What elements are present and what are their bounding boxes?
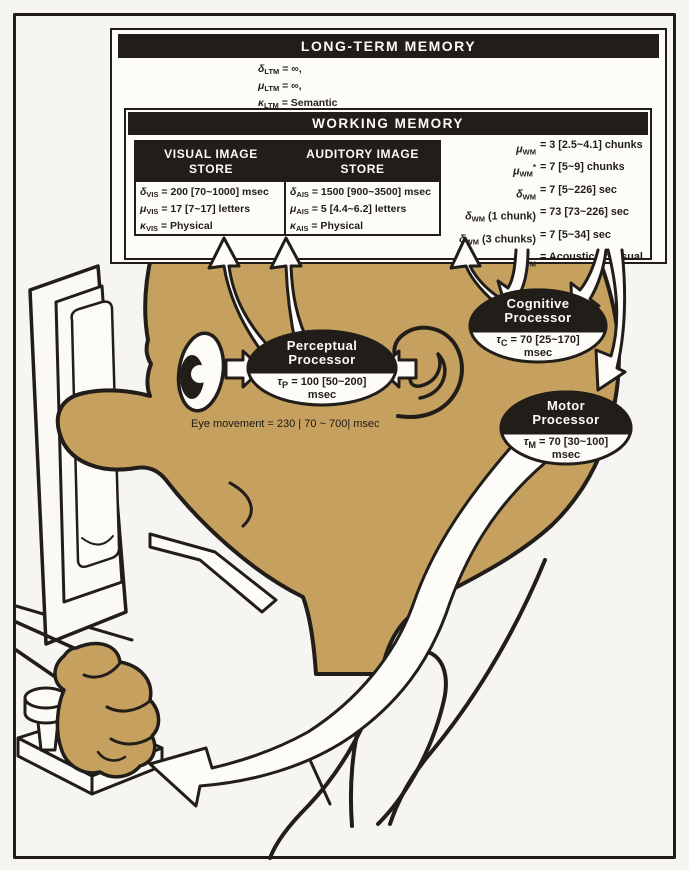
wm-stat-row: μWM= 3 [2.5~4.1] chunks [516, 139, 643, 157]
wm-stat-row: δWM (1 chunk)= 73 [73~226] sec [465, 206, 629, 224]
ais-stat-row: δAIS = 1500 [900~3500] msec [290, 186, 431, 199]
eye-movement-annotation: Eye movement = 230 | 70 ~ 700| msec [191, 418, 380, 430]
wm-stat-row: κWM= Acoustic or Visual [516, 250, 643, 269]
auditory-image-store-header: AUDITORY IMAGE STORE [286, 142, 439, 182]
vis-stat-row: μVIS = 17 [7~17] letters [140, 203, 251, 216]
long-term-memory-header: LONG-TERM MEMORY [118, 34, 659, 58]
ltm-stat-row: μLTM = ∞, [258, 80, 302, 93]
memory-panel: LONG-TERM MEMORY δLTM = ∞, μLTM = ∞, κLT… [110, 28, 667, 269]
wm-stat-row: μWM*= 7 [5~9] chunks [513, 161, 625, 179]
working-memory-header: WORKING MEMORY [128, 112, 648, 135]
perceptual-processor-label: Perceptual Processor [286, 338, 358, 367]
ais-stat-row: μAIS = 5 [4.4~6.2] letters [290, 203, 407, 216]
cognitive-processor-label: Cognitive Processor [504, 296, 572, 325]
visual-image-store-header: VISUAL IMAGE STORE [136, 142, 286, 182]
hand [53, 641, 161, 779]
wm-stat-row: δWM (3 chunks)= 7 [5~34] sec [459, 228, 611, 247]
eye-pupil-highlight [191, 365, 209, 383]
motor-processor-unit: msec [551, 449, 581, 461]
auditory-image-store-box: AUDITORY IMAGE STORE δAIS = 1500 [900~35… [284, 140, 441, 236]
motor-processor-label: Motor Processor [532, 398, 600, 427]
ltm-stat-row: δLTM = ∞, [258, 63, 302, 76]
working-memory-box: WORKING MEMORY VISUAL IMAGE STORE δVIS =… [124, 108, 652, 269]
visual-image-store-box: VISUAL IMAGE STORE δVIS = 200 [70~1000] … [134, 140, 288, 236]
ais-stats: δAIS = 1500 [900~3500] msec μAIS = 5 [4.… [286, 182, 439, 236]
bent-arm-outline [348, 648, 448, 828]
vis-stats: δVIS = 200 [70~1000] msec μVIS = 17 [7~1… [136, 182, 286, 236]
perceptual-processor-unit: msec [307, 389, 337, 401]
ais-stat-row: κAIS = Physical [290, 220, 364, 233]
vis-stat-row: δVIS = 200 [70~1000] msec [140, 186, 269, 199]
joystick-stem[interactable] [36, 720, 60, 752]
wm-stats: μWM= 3 [2.5~4.1] chunks μWM*= 7 [5~9] ch… [444, 138, 644, 272]
vis-stat-row: κVIS = Physical [140, 220, 213, 233]
ltm-stats: δLTM = ∞, μLTM = ∞, κLTM = Semantic [258, 62, 337, 113]
cognitive-processor-unit: msec [523, 347, 553, 359]
wm-stat-row: δWM= 7 [5~226] sec [516, 183, 617, 202]
